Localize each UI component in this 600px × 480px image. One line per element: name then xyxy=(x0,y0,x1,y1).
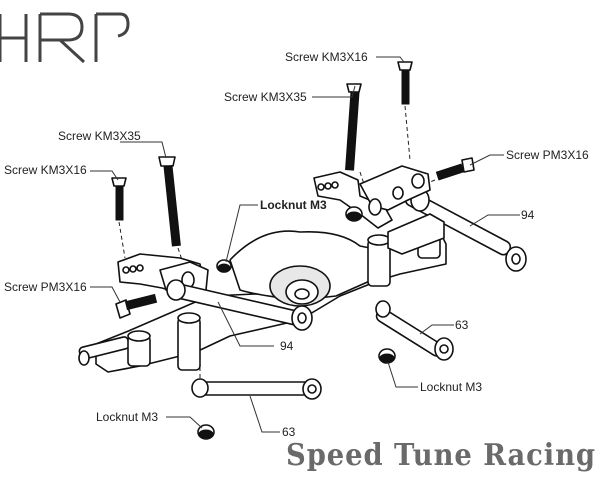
label-screw-km3x16-left: Screw KM3X16 xyxy=(4,163,87,177)
brand-logo xyxy=(0,12,130,64)
label-screw-km3x35-top: Screw KM3X35 xyxy=(224,90,307,104)
leader-lines xyxy=(90,56,520,433)
label-screw-km3x35-left: Screw KM3X35 xyxy=(58,129,141,143)
top-screw-km3x35 xyxy=(345,83,367,191)
label-part-63-right: 63 xyxy=(455,318,469,332)
watermark-text: Speed Tune Racing xyxy=(286,438,596,473)
center-locknut-left xyxy=(216,259,232,273)
bottom-link-63 xyxy=(191,360,322,400)
top-screw-km3x16 xyxy=(397,61,413,161)
axle-housing xyxy=(78,213,447,373)
label-locknut-m3-left: Locknut M3 xyxy=(96,410,158,424)
left-screw-pm3x16 xyxy=(115,293,158,319)
left-screw-km3x16 xyxy=(111,177,127,259)
label-part-94-right: 94 xyxy=(521,208,535,222)
center-locknut xyxy=(345,206,363,222)
label-screw-pm3x16-left: Screw PM3X16 xyxy=(4,280,87,294)
center-link-94 xyxy=(166,279,313,331)
right-locknut xyxy=(378,348,396,364)
label-screw-km3x16-top: Screw KM3X16 xyxy=(285,50,368,64)
left-screw-km3x35 xyxy=(158,156,185,267)
bottom-locknut xyxy=(197,424,215,440)
label-locknut-m3-center: Locknut M3 xyxy=(260,198,327,212)
right-link-63 xyxy=(375,300,454,361)
right-link-94 xyxy=(404,188,527,272)
label-part-94-center: 94 xyxy=(280,339,294,353)
label-part-63-bottom: 63 xyxy=(282,425,296,439)
right-upper-mount xyxy=(313,165,431,229)
label-screw-pm3x16-right: Screw PM3X16 xyxy=(506,148,589,162)
label-locknut-m3-right: Locknut M3 xyxy=(420,380,482,394)
